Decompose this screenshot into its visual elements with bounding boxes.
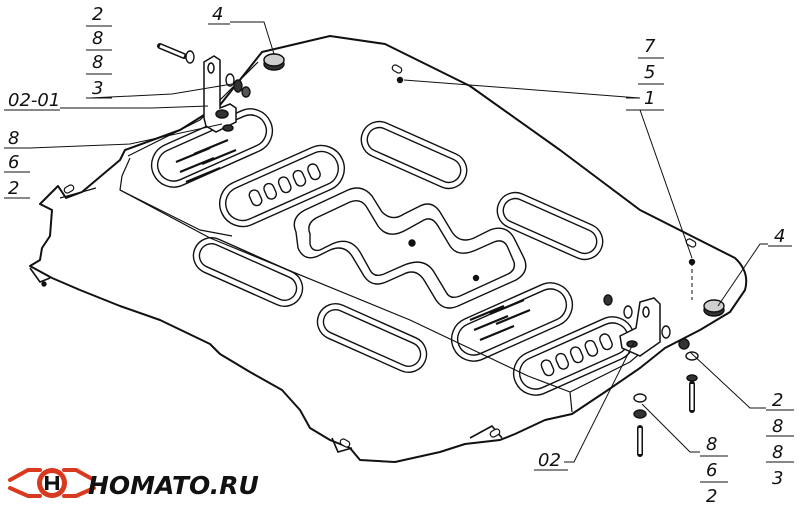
louvers-lower-right bbox=[469, 298, 531, 342]
callout-part-02-01: 02-01 bbox=[8, 90, 60, 111]
callout-top-left-1: 2 bbox=[92, 4, 103, 25]
callout-left-1: 8 bbox=[8, 128, 19, 149]
homato-logo-emblem bbox=[8, 468, 96, 498]
callout-top-left-4: 3 bbox=[92, 78, 103, 99]
plate-recesses bbox=[41, 76, 696, 396]
callout-top-left-2: 8 bbox=[92, 28, 103, 49]
callout-stack-bottom: 8 6 2 bbox=[700, 434, 728, 507]
callout-right-2: 8 bbox=[772, 416, 783, 437]
plain-slot-bottom bbox=[316, 303, 428, 373]
vent-slot-holes-right bbox=[512, 316, 636, 396]
plain-slot-top bbox=[360, 120, 468, 190]
leader-lines bbox=[29, 21, 768, 463]
callout-stack-left: 8 6 2 bbox=[4, 128, 30, 199]
bracket-02-01 bbox=[203, 55, 237, 133]
callout-top-right-2: 5 bbox=[644, 62, 655, 83]
callout-right: 4 bbox=[774, 226, 785, 247]
callout-right-4: 3 bbox=[772, 468, 783, 489]
plain-slot-right bbox=[496, 191, 604, 261]
callout-bottom-2: 6 bbox=[706, 460, 717, 481]
callout-top-right-1: 7 bbox=[644, 36, 656, 57]
callout-top-left-3: 8 bbox=[92, 52, 103, 73]
callout-stack-top-right: 7 5 1 bbox=[626, 36, 664, 111]
homato-logo: HOMATO.RU bbox=[8, 468, 259, 500]
louvers-upper-left bbox=[175, 138, 237, 184]
callout-top-center: 4 bbox=[212, 4, 223, 25]
callout-left-3: 2 bbox=[8, 178, 19, 199]
bracket-02 bbox=[619, 297, 661, 357]
callout-stack-top-left: 2 8 8 3 bbox=[86, 4, 112, 99]
rubber-bushing-top bbox=[263, 53, 285, 71]
bolt-assembly-bottom-right bbox=[603, 294, 699, 457]
callout-part-02: 02 bbox=[538, 450, 561, 471]
plain-slot-left bbox=[192, 237, 304, 307]
bolt-assembly-top-left bbox=[157, 43, 251, 132]
callout-right-1: 2 bbox=[772, 390, 783, 411]
vent-slot-holes-left bbox=[219, 144, 345, 228]
central-serpentine-recess bbox=[293, 187, 527, 309]
callout-bottom-1: 8 bbox=[706, 434, 717, 455]
rubber-bushing-right bbox=[703, 299, 725, 317]
callout-left-2: 6 bbox=[8, 152, 19, 173]
homato-logo-text: HOMATO.RU bbox=[88, 471, 259, 500]
callout-stack-right: 2 8 8 3 bbox=[766, 390, 794, 489]
callout-bottom-3: 2 bbox=[706, 486, 717, 507]
callout-top-right-3: 1 bbox=[644, 88, 655, 109]
plate-clips bbox=[63, 64, 697, 448]
callout-right-3: 8 bbox=[772, 442, 783, 463]
